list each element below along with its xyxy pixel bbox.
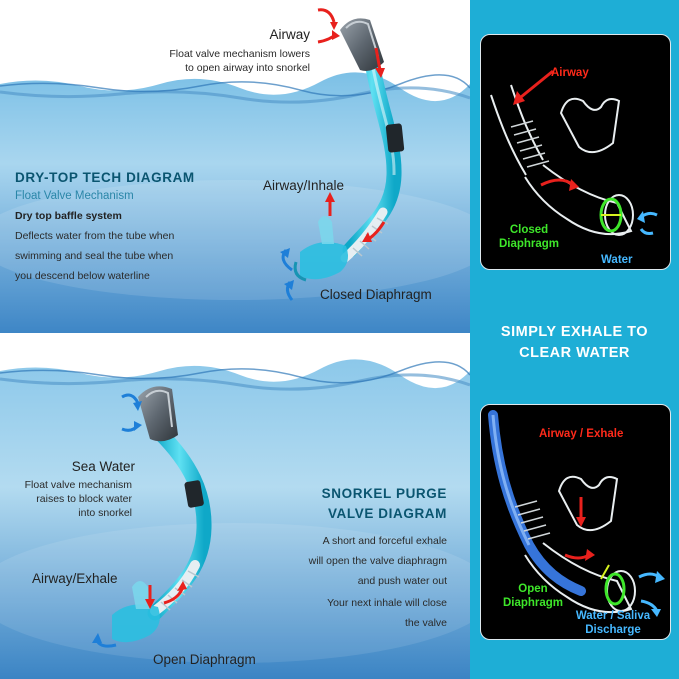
inset-closed-label: Closed Diaphragm bbox=[491, 223, 567, 251]
purge-body-line-2: will open the valve diaphragm bbox=[308, 555, 447, 567]
inset-water-label: Water bbox=[601, 254, 633, 266]
inset-open-line-1: Open bbox=[518, 583, 548, 595]
inset-closed-line-2: Diaphragm bbox=[498, 238, 560, 250]
sea-water-desc-line-1: Float valve mechanism bbox=[24, 479, 132, 491]
airway-exhale-label: Airway/Exhale bbox=[32, 571, 118, 586]
purge-valve-panel: Sea Water Float valve mechanism raises t… bbox=[0, 343, 470, 679]
purge-body-line-1: A short and forceful exhale bbox=[322, 535, 447, 547]
open-valve-inset: Airway / Exhale Open Diaphragm Water / S… bbox=[480, 404, 671, 640]
side-title-line-2: CLEAR WATER bbox=[519, 345, 630, 361]
dry-top-title: DRY-TOP TECH DIAGRAM bbox=[15, 170, 195, 185]
airway-inhale-label: Airway/Inhale bbox=[263, 178, 345, 193]
inset-discharge-label: Water / Saliva Discharge bbox=[563, 609, 663, 637]
open-diaphragm-label: Open Diaphragm bbox=[153, 652, 256, 667]
dry-top-body-line-2: swimming and seal the tube when bbox=[15, 250, 174, 262]
purge-title-line-2: VALVE DIAGRAM bbox=[327, 506, 447, 521]
closed-valve-xray bbox=[490, 69, 658, 236]
side-title-line-1: SIMPLY EXHALE TO bbox=[500, 324, 649, 340]
dry-top-illustration bbox=[0, 0, 470, 333]
closed-diaphragm-label: Closed Diaphragm bbox=[320, 287, 432, 302]
dry-top-subtitle: Float Valve Mechanism bbox=[15, 190, 134, 202]
purge-title-line-1: SNORKEL PURGE bbox=[321, 486, 447, 501]
inset-discharge-line-2: Discharge bbox=[585, 624, 641, 636]
airway-desc-line-2: to open airway into snorkel bbox=[185, 62, 310, 74]
closed-valve-inset: Airway Closed Diaphragm Water bbox=[480, 34, 671, 270]
inset-open-label: Open Diaphragm bbox=[491, 582, 575, 610]
inset-open-line-2: Diaphragm bbox=[502, 597, 564, 609]
purge-body-line-4: Your next inhale will close bbox=[327, 597, 447, 609]
purge-body-line-5: the valve bbox=[404, 617, 447, 629]
panel-divider bbox=[0, 333, 470, 343]
dry-top-panel: Airway Float valve mechanism lowers to o… bbox=[0, 0, 470, 333]
sea-water-label: Sea Water bbox=[71, 459, 135, 474]
dry-top-body-line-3: you descend below waterline bbox=[15, 270, 150, 282]
purge-body-line-3: and push water out bbox=[357, 575, 447, 587]
inset-closed-line-1: Closed bbox=[509, 224, 549, 236]
side-title: SIMPLY EXHALE TO CLEAR WATER bbox=[470, 322, 679, 364]
airway-label: Airway bbox=[269, 27, 310, 42]
dry-top-body-line-1: Deflects water from the tube when bbox=[15, 230, 175, 242]
airway-desc-line-1: Float valve mechanism lowers bbox=[169, 48, 310, 60]
inset-discharge-line-1: Water / Saliva bbox=[575, 610, 651, 622]
inset-airway-exhale-label: Airway / Exhale bbox=[539, 428, 624, 440]
sea-water-desc-line-3: into snorkel bbox=[78, 507, 132, 519]
purge-valve-illustration bbox=[0, 343, 470, 679]
inset-airway-label: Airway bbox=[551, 67, 589, 79]
sea-water-desc-line-2: raises to block water bbox=[36, 493, 132, 505]
dry-top-body-title: Dry top baffle system bbox=[15, 210, 122, 222]
open-valve-xray bbox=[488, 410, 665, 617]
